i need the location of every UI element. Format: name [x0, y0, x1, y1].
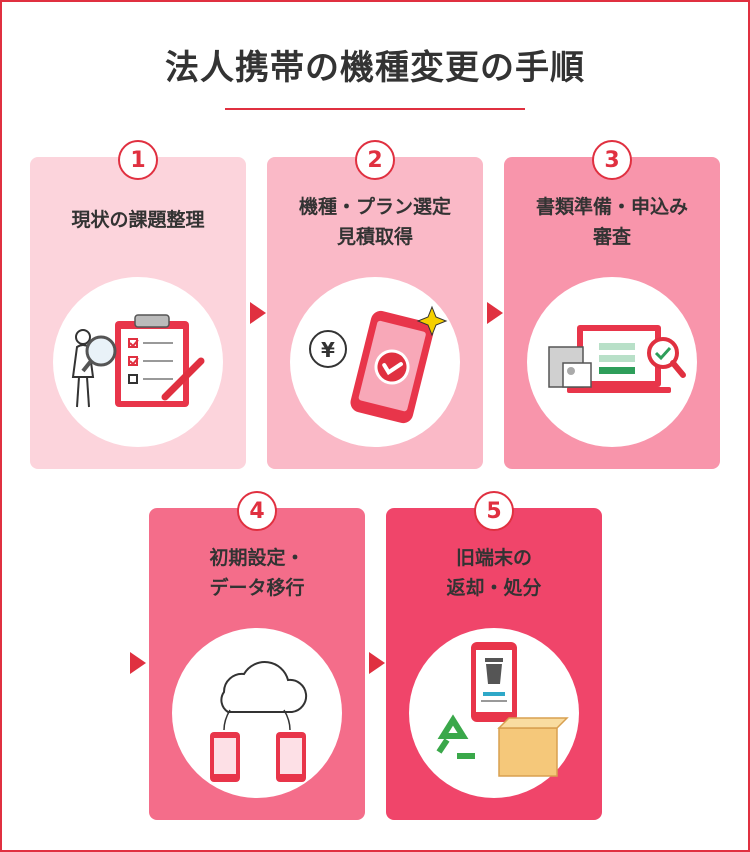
step-4-label-line-1: 初期設定・	[209, 547, 305, 569]
step-2-label-line-2: 見積取得	[336, 226, 413, 248]
step-5-illustration	[409, 628, 579, 798]
page-title: 法人携帯の機種変更の手順	[165, 48, 585, 88]
step-3-label: 書類準備・申込み 審査	[504, 192, 720, 252]
step-2-illustration: ¥	[290, 277, 460, 447]
smartphone-check-yen-icon: ¥	[309, 305, 448, 424]
step-2-label: 機種・プラン選定 見積取得	[267, 192, 483, 252]
step-5-number-badge: 5	[474, 491, 514, 531]
step-4-label: 初期設定・ データ移行	[149, 543, 365, 603]
step-1-label-line-1: 現状の課題整理	[71, 209, 205, 231]
step-card-3: 書類準備・申込み 審査	[504, 157, 720, 469]
cloud-sync-phones-icon	[210, 661, 308, 782]
step-5-label: 旧端末の 返却・処分	[386, 543, 602, 603]
step-3-number-badge: 3	[592, 140, 632, 180]
step-2-label-line-1: 機種・プラン選定	[298, 196, 451, 218]
arrow-right-icon	[250, 302, 266, 324]
step-1-label: 現状の課題整理	[30, 205, 246, 235]
step-5-label-line-2: 返却・処分	[446, 577, 542, 599]
arrow-right-icon	[487, 302, 503, 324]
step-2-number-badge: 2	[355, 140, 395, 180]
step-card-1: 現状の課題整理	[30, 157, 246, 469]
clipboard-checklist-icon	[71, 314, 205, 408]
step-4-number-badge: 4	[237, 491, 277, 531]
title-underline	[225, 108, 525, 110]
trash-recycle-box-icon	[436, 642, 569, 777]
step-1-number-badge: 1	[118, 140, 158, 180]
step-card-4: 初期設定・ データ移行	[149, 508, 365, 820]
arrow-right-icon	[130, 652, 146, 674]
step-3-label-line-1: 書類準備・申込み	[535, 196, 688, 218]
yen-symbol: ¥	[321, 338, 335, 362]
step-5-label-line-1: 旧端末の	[455, 547, 532, 569]
step-1-illustration	[53, 277, 223, 447]
step-4-label-line-2: データ移行	[209, 577, 305, 599]
arrow-right-icon	[369, 652, 385, 674]
step-4-illustration	[172, 628, 342, 798]
step-3-label-line-2: 審査	[592, 226, 631, 248]
step-card-5: 旧端末の 返却・処分	[386, 508, 602, 820]
laptop-documents-search-icon	[548, 325, 686, 393]
step-card-2: 機種・プラン選定 見積取得 ¥	[267, 157, 483, 469]
step-3-illustration	[527, 277, 697, 447]
